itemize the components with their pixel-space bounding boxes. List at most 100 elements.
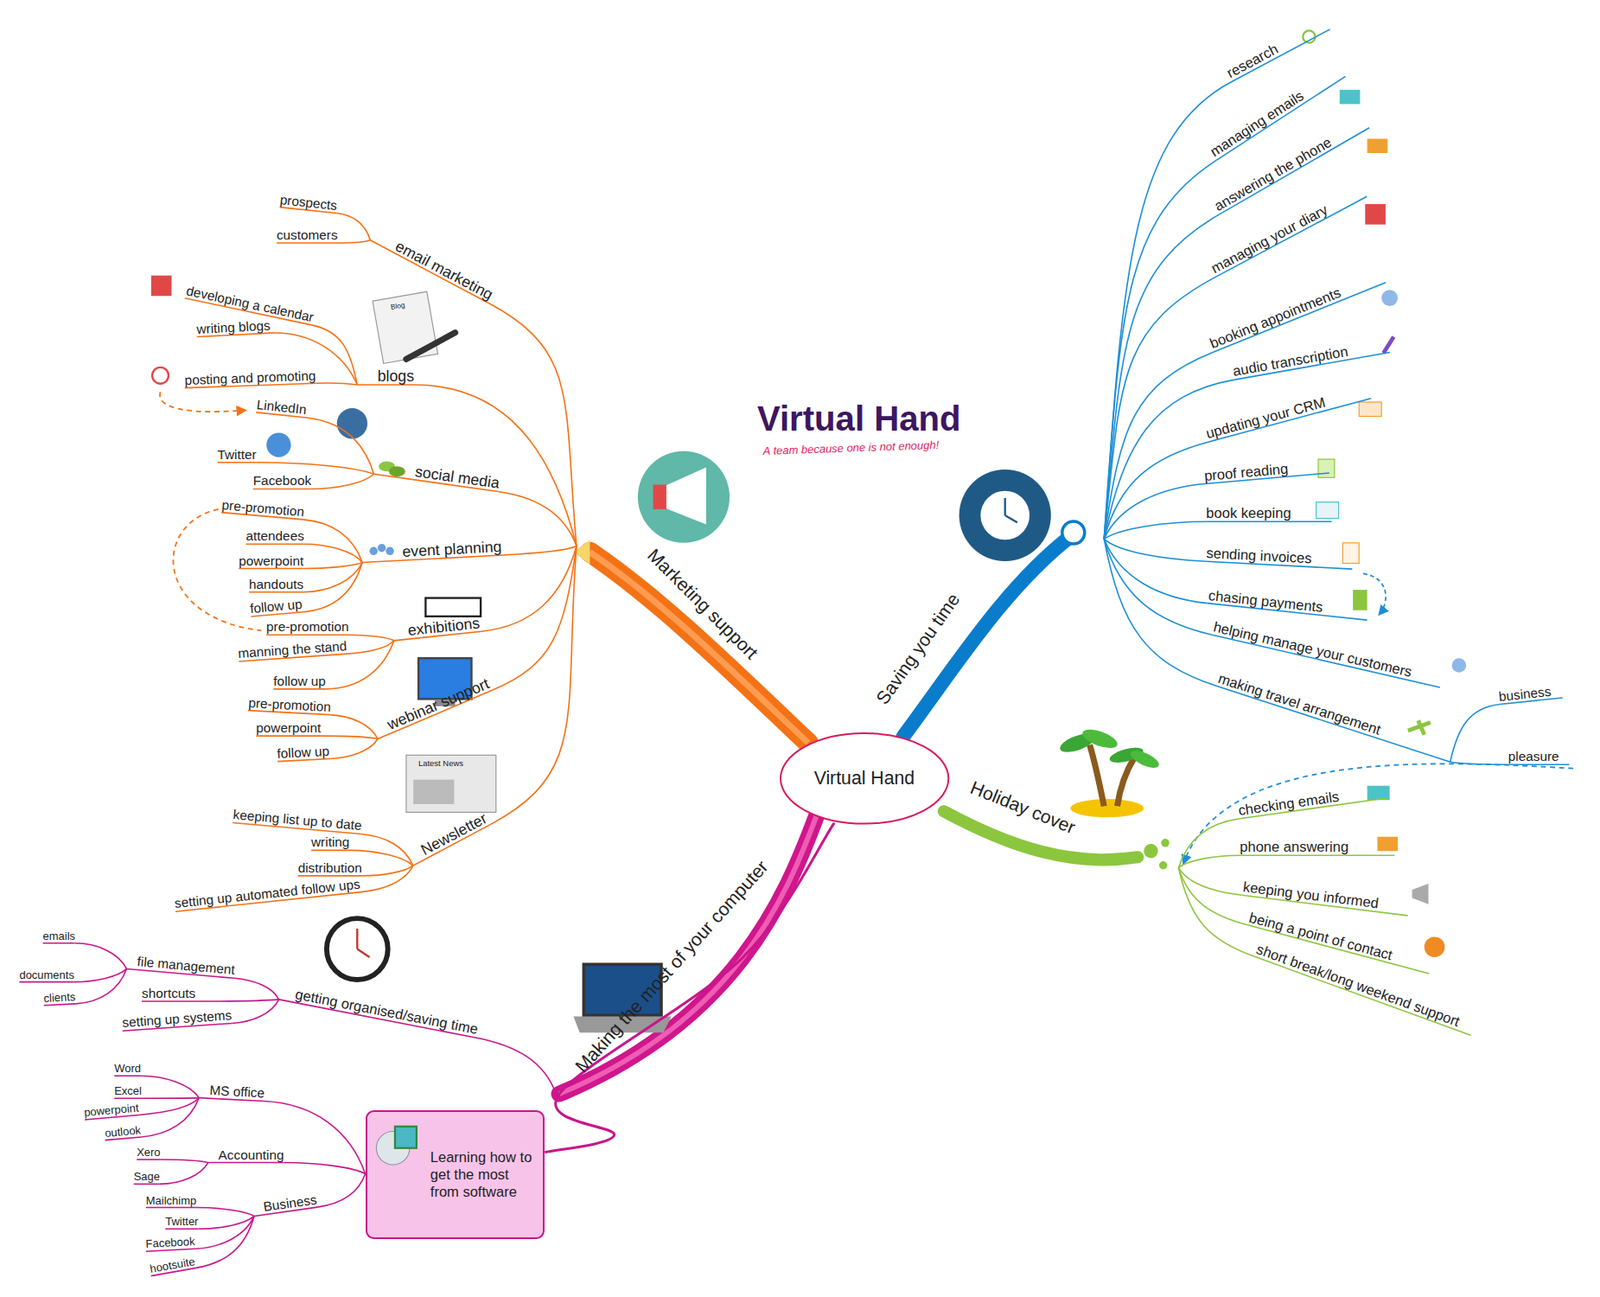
branch-curve (491, 546, 577, 691)
branch-label: making travel arrangement (1216, 669, 1384, 739)
logo-title: Virtual Hand (757, 401, 962, 437)
branch-label: Accounting (218, 1147, 285, 1163)
branch-label: Xero (136, 1146, 160, 1160)
dashed-link (1183, 763, 1574, 863)
branch-label: getting organised/saving time (293, 986, 480, 1039)
branch-underline (248, 591, 304, 593)
branch-curve (139, 1097, 199, 1116)
branch-label: pleasure (1508, 748, 1560, 765)
branch-curve (1103, 538, 1217, 686)
software-package (395, 1126, 417, 1148)
branch-label: social media (414, 462, 501, 492)
branch-curve (141, 1096, 199, 1099)
envelope-icon (1367, 785, 1390, 801)
megaphone-badge (637, 451, 730, 543)
chat-icon (388, 465, 406, 477)
branch-curve (311, 473, 375, 489)
branch-curve (488, 302, 577, 546)
branch-curve (311, 325, 357, 385)
branch-curve (234, 977, 280, 1000)
people-icon (369, 547, 377, 555)
smiley-icon (1424, 936, 1446, 957)
branch-label: Sage (133, 1170, 160, 1184)
branch-curve (348, 634, 395, 641)
branch-label: helping manage your customers (1211, 618, 1414, 681)
branch-label: keeping list up to date (232, 807, 363, 835)
branch-label: business (1498, 682, 1552, 704)
dashed-link (1363, 573, 1386, 614)
branch-label: prospects (279, 191, 338, 213)
branch-underline (208, 1161, 285, 1164)
calendar-icon (1364, 203, 1386, 225)
branch-underline (165, 1228, 198, 1231)
node-text: Virtual Hand (814, 767, 915, 791)
branch-title: A team because one is not enough! (762, 439, 939, 459)
branch-underline (141, 1000, 196, 1002)
branch-label: distribution (298, 860, 363, 876)
branch-label: book keeping (1205, 504, 1291, 522)
branch-label: setting up automated follow ups (173, 876, 361, 912)
branch-curve (1103, 521, 1206, 539)
branch-label: follow up (249, 596, 304, 617)
branch-label: phone answering (1239, 838, 1349, 855)
branch-underline (114, 1096, 142, 1099)
branch-curve (1103, 351, 1213, 539)
branch-curve (497, 490, 577, 546)
branch-underline (245, 542, 304, 545)
branch-label: setting up systems (121, 1007, 232, 1030)
wall-clock (326, 917, 389, 980)
branch-label: Excel (114, 1084, 142, 1098)
branch-curve (75, 943, 128, 969)
branch-underline (273, 688, 326, 690)
branch-label: checking emails (1237, 788, 1341, 819)
branch-underline (216, 461, 256, 464)
branch-curve (347, 640, 395, 654)
branch-label: Word (114, 1062, 141, 1076)
branch-underline (253, 488, 312, 491)
phone-icon (1376, 836, 1398, 852)
branch-underline (255, 734, 321, 737)
central-ellipse: Virtual Hand (778, 731, 950, 826)
branch-label: managing your diary (1208, 201, 1331, 277)
branch-curve (196, 1215, 255, 1268)
computer-band-stripe (559, 815, 816, 1094)
branch-curve (502, 546, 577, 556)
branch-curve (361, 865, 414, 892)
branch-curve (1178, 866, 1247, 925)
branch-underline (1213, 282, 1386, 353)
palm-leaf (1128, 746, 1161, 772)
people-icon (385, 547, 394, 555)
branch-curve (303, 562, 363, 593)
branch-curve (1103, 538, 1206, 561)
branch-label: Business (261, 1191, 318, 1214)
twitter-icon (266, 432, 291, 457)
branch-curve (255, 462, 374, 474)
splash (1160, 838, 1169, 847)
branch-curve (140, 1075, 199, 1097)
branch-curve (303, 562, 363, 569)
branch-underline (146, 1206, 197, 1209)
branch-title: Making the most of your computer (571, 856, 773, 1078)
newspaper-icon (406, 754, 497, 812)
branch-label: proof reading (1203, 459, 1289, 484)
branch-curve (284, 1162, 366, 1174)
branch-label: email marketing (392, 236, 497, 304)
branch-label: powerpoint (255, 720, 321, 736)
branch-label: pre-promotion (248, 694, 332, 715)
branch-label: clients (43, 990, 76, 1006)
branch-title: Blog (390, 300, 407, 312)
ellipse-shape (780, 733, 949, 824)
pound-icon (1352, 589, 1368, 611)
clock-badge (959, 469, 1052, 561)
branch-label: customers (276, 227, 338, 243)
people-icon (1381, 289, 1398, 306)
branch-curve (316, 382, 358, 385)
branch-label: chasing payments (1207, 586, 1324, 616)
branch-title: Holiday cover (967, 777, 1078, 839)
branch-curve (362, 865, 414, 876)
branch-label: managing emails (1207, 87, 1307, 160)
branch-label: booking appointments (1206, 284, 1343, 352)
branch-curve (303, 519, 363, 563)
note-icon (1318, 458, 1335, 478)
dashed-link (159, 391, 245, 412)
